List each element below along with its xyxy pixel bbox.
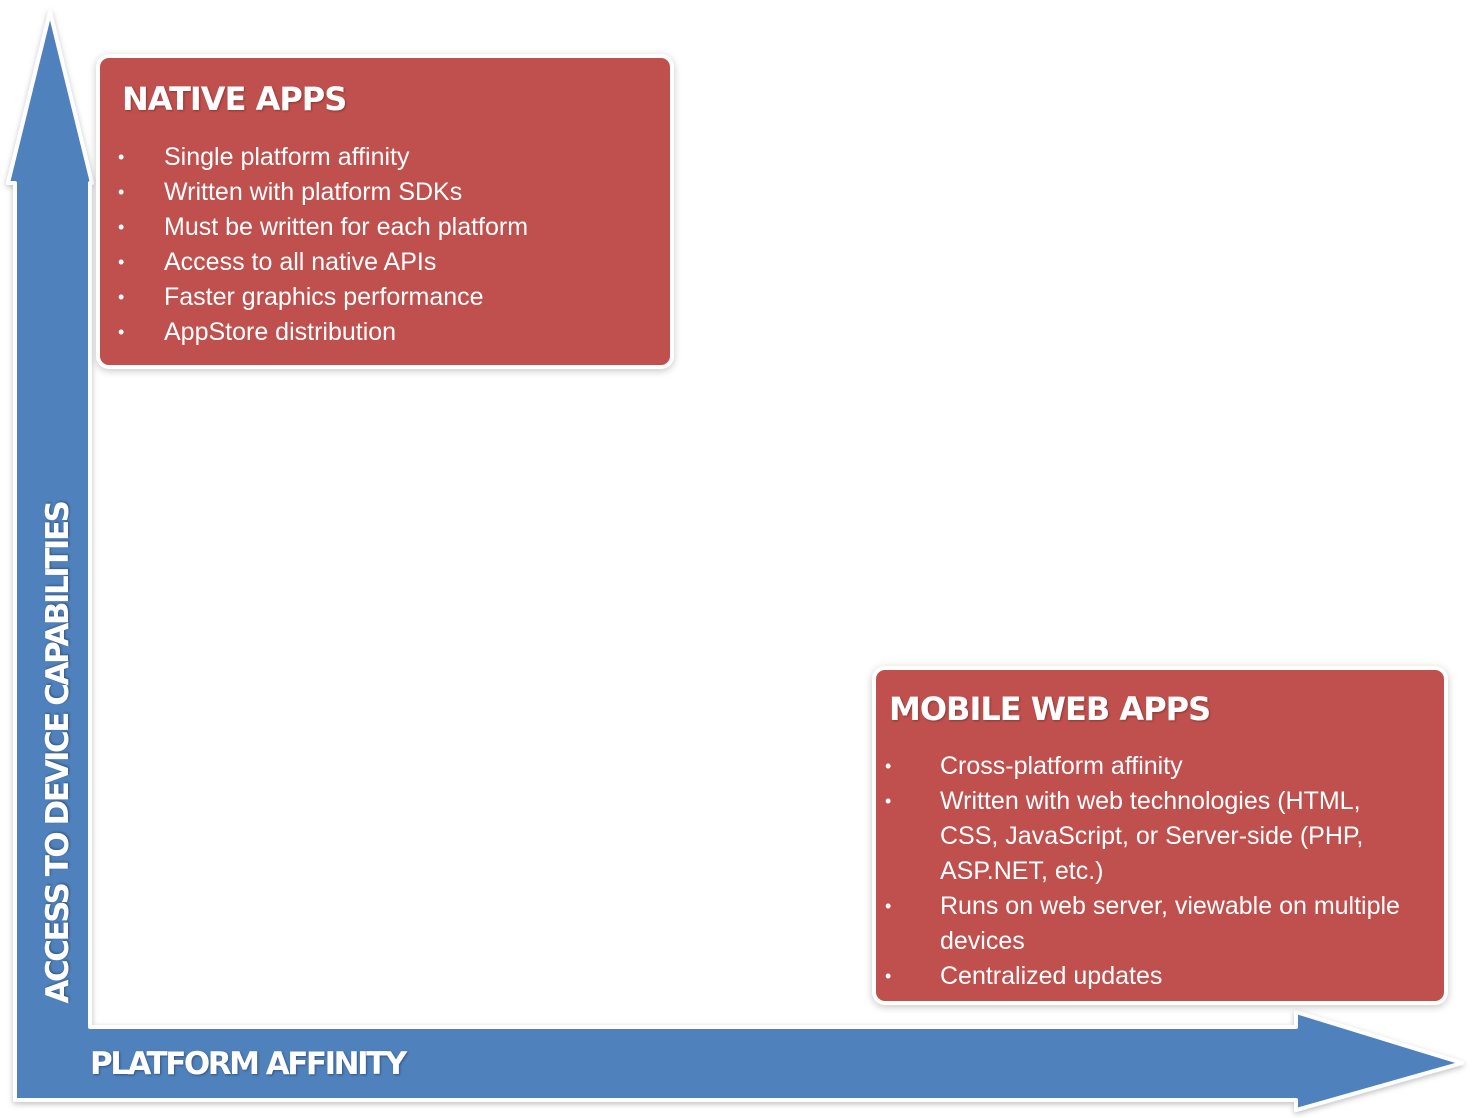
native-apps-list: •Single platform affinity •Written with … xyxy=(118,140,650,350)
bullet-icon: • xyxy=(118,182,125,202)
y-axis-arrow xyxy=(6,10,1464,1112)
bullet-icon: • xyxy=(118,252,125,272)
list-item: •Cross-platform affinity xyxy=(885,749,1424,784)
list-item: •Access to all native APIs xyxy=(118,245,650,280)
bullet-icon: • xyxy=(885,896,892,916)
list-item: •Runs on web server, viewable on multipl… xyxy=(885,889,1424,959)
mobile-web-apps-title: MOBILE WEB APPS xyxy=(889,690,1211,728)
list-item: •Must be written for each platform xyxy=(118,210,650,245)
list-item: •Written with web technologies (HTML, CS… xyxy=(885,784,1424,889)
mobile-web-apps-list: •Cross-platform affinity •Written with w… xyxy=(885,749,1424,994)
list-item: •AppStore distribution xyxy=(118,315,650,350)
bullet-icon: • xyxy=(118,217,125,237)
bullet-icon: • xyxy=(118,287,125,307)
list-item: •Faster graphics performance xyxy=(118,280,650,315)
native-apps-title: NATIVE APPS xyxy=(122,80,347,118)
list-item: •Written with platform SDKs xyxy=(118,175,650,210)
mobile-web-apps-box: MOBILE WEB APPS •Cross-platform affinity… xyxy=(876,670,1444,1001)
x-axis-label: PLATFORM AFFINITY xyxy=(90,1046,407,1082)
bullet-icon: • xyxy=(885,756,892,776)
bullet-icon: • xyxy=(118,147,125,167)
native-apps-box: NATIVE APPS •Single platform affinity •W… xyxy=(100,58,670,365)
y-axis-label: ACCESS TO DEVICE CAPABILITIES xyxy=(40,502,76,1004)
bullet-icon: • xyxy=(885,791,892,811)
list-item: •Centralized updates xyxy=(885,959,1424,994)
bullet-icon: • xyxy=(118,322,125,342)
list-item: •Single platform affinity xyxy=(118,140,650,175)
bullet-icon: • xyxy=(885,966,892,986)
